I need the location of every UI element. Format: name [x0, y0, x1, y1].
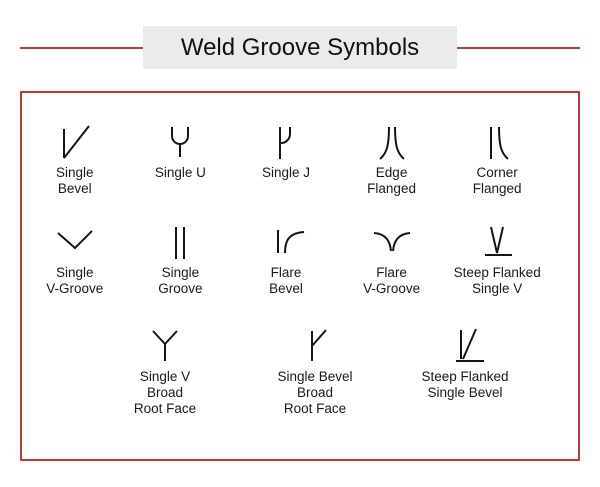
cell-single-v-groove: Single V-Groove	[22, 217, 128, 297]
flare-v-groove-icon	[373, 231, 410, 251]
single-u-icon	[171, 127, 190, 157]
symbol-label: Single V Broad Root Face	[133, 368, 197, 416]
cell-single-bevel: Single Bevel	[22, 117, 128, 197]
left-rule-line	[20, 46, 143, 49]
steep-flanked-single-v-icon	[485, 226, 513, 256]
title-box: Weld Groove Symbols	[142, 26, 458, 69]
symbol-label: Single U	[154, 165, 206, 180]
symbol-label: Steep Flanked Single V	[453, 264, 541, 296]
symbol-label: Single V-Groove	[46, 264, 104, 296]
cell-steep-flanked-single-v: Steep Flanked Single V	[444, 217, 550, 297]
cell-single-groove: Single Groove	[128, 217, 234, 297]
flare-bevel-icon	[276, 229, 305, 253]
single-bevel-broad-root-face-icon	[311, 329, 327, 361]
symbol-label: Flare Bevel	[269, 264, 303, 296]
cell-flare-v-groove: Flare V-Groove	[339, 217, 445, 297]
symbol-label: Edge Flanged	[367, 165, 416, 196]
single-j-icon	[278, 127, 291, 159]
single-v-groove-icon	[57, 230, 93, 250]
symbol-row-1: Single Bevel Single U Single J Edge Flan…	[22, 117, 578, 197]
symbol-label: Corner Flanged	[472, 165, 522, 196]
cell-single-j: Single J	[233, 117, 339, 197]
corner-flanged-icon	[490, 126, 509, 160]
cell-flare-bevel: Flare Bevel	[233, 217, 339, 297]
symbol-row-3: Single V Broad Root Face Single Bevel Br…	[22, 321, 578, 417]
symbol-label: Flare V-Groove	[363, 264, 421, 296]
cell-single-u: Single U	[128, 117, 234, 197]
header: Weld Groove Symbols	[0, 26, 600, 69]
cell-corner-flanged: Corner Flanged	[444, 117, 550, 197]
right-rule-line	[457, 46, 580, 49]
cell-steep-flanked-single-bevel: Steep Flanked Single Bevel	[390, 321, 540, 417]
page-title: Weld Groove Symbols	[180, 34, 420, 61]
single-groove-icon	[175, 226, 186, 259]
single-v-broad-root-face-icon	[152, 330, 178, 361]
cell-single-v-broad-root-face: Single V Broad Root Face	[90, 321, 240, 417]
symbol-label: Single Groove	[158, 264, 203, 296]
symbol-label: Single Bevel Broad Root Face	[277, 368, 353, 416]
symbol-label: Single J	[261, 165, 310, 180]
symbol-label: Steep Flanked Single Bevel	[421, 368, 509, 400]
symbol-row-2: Single V-Groove Single Groove Flare Beve…	[22, 217, 578, 297]
edge-flanged-icon	[378, 126, 405, 160]
single-bevel-icon	[62, 125, 90, 159]
cell-edge-flanged: Edge Flanged	[339, 117, 445, 197]
symbols-panel: Single Bevel Single U Single J Edge Flan…	[20, 91, 580, 461]
cell-single-bevel-broad-root-face: Single Bevel Broad Root Face	[240, 321, 390, 417]
steep-flanked-single-bevel-icon	[456, 328, 484, 362]
symbol-label: Single Bevel	[56, 165, 94, 196]
